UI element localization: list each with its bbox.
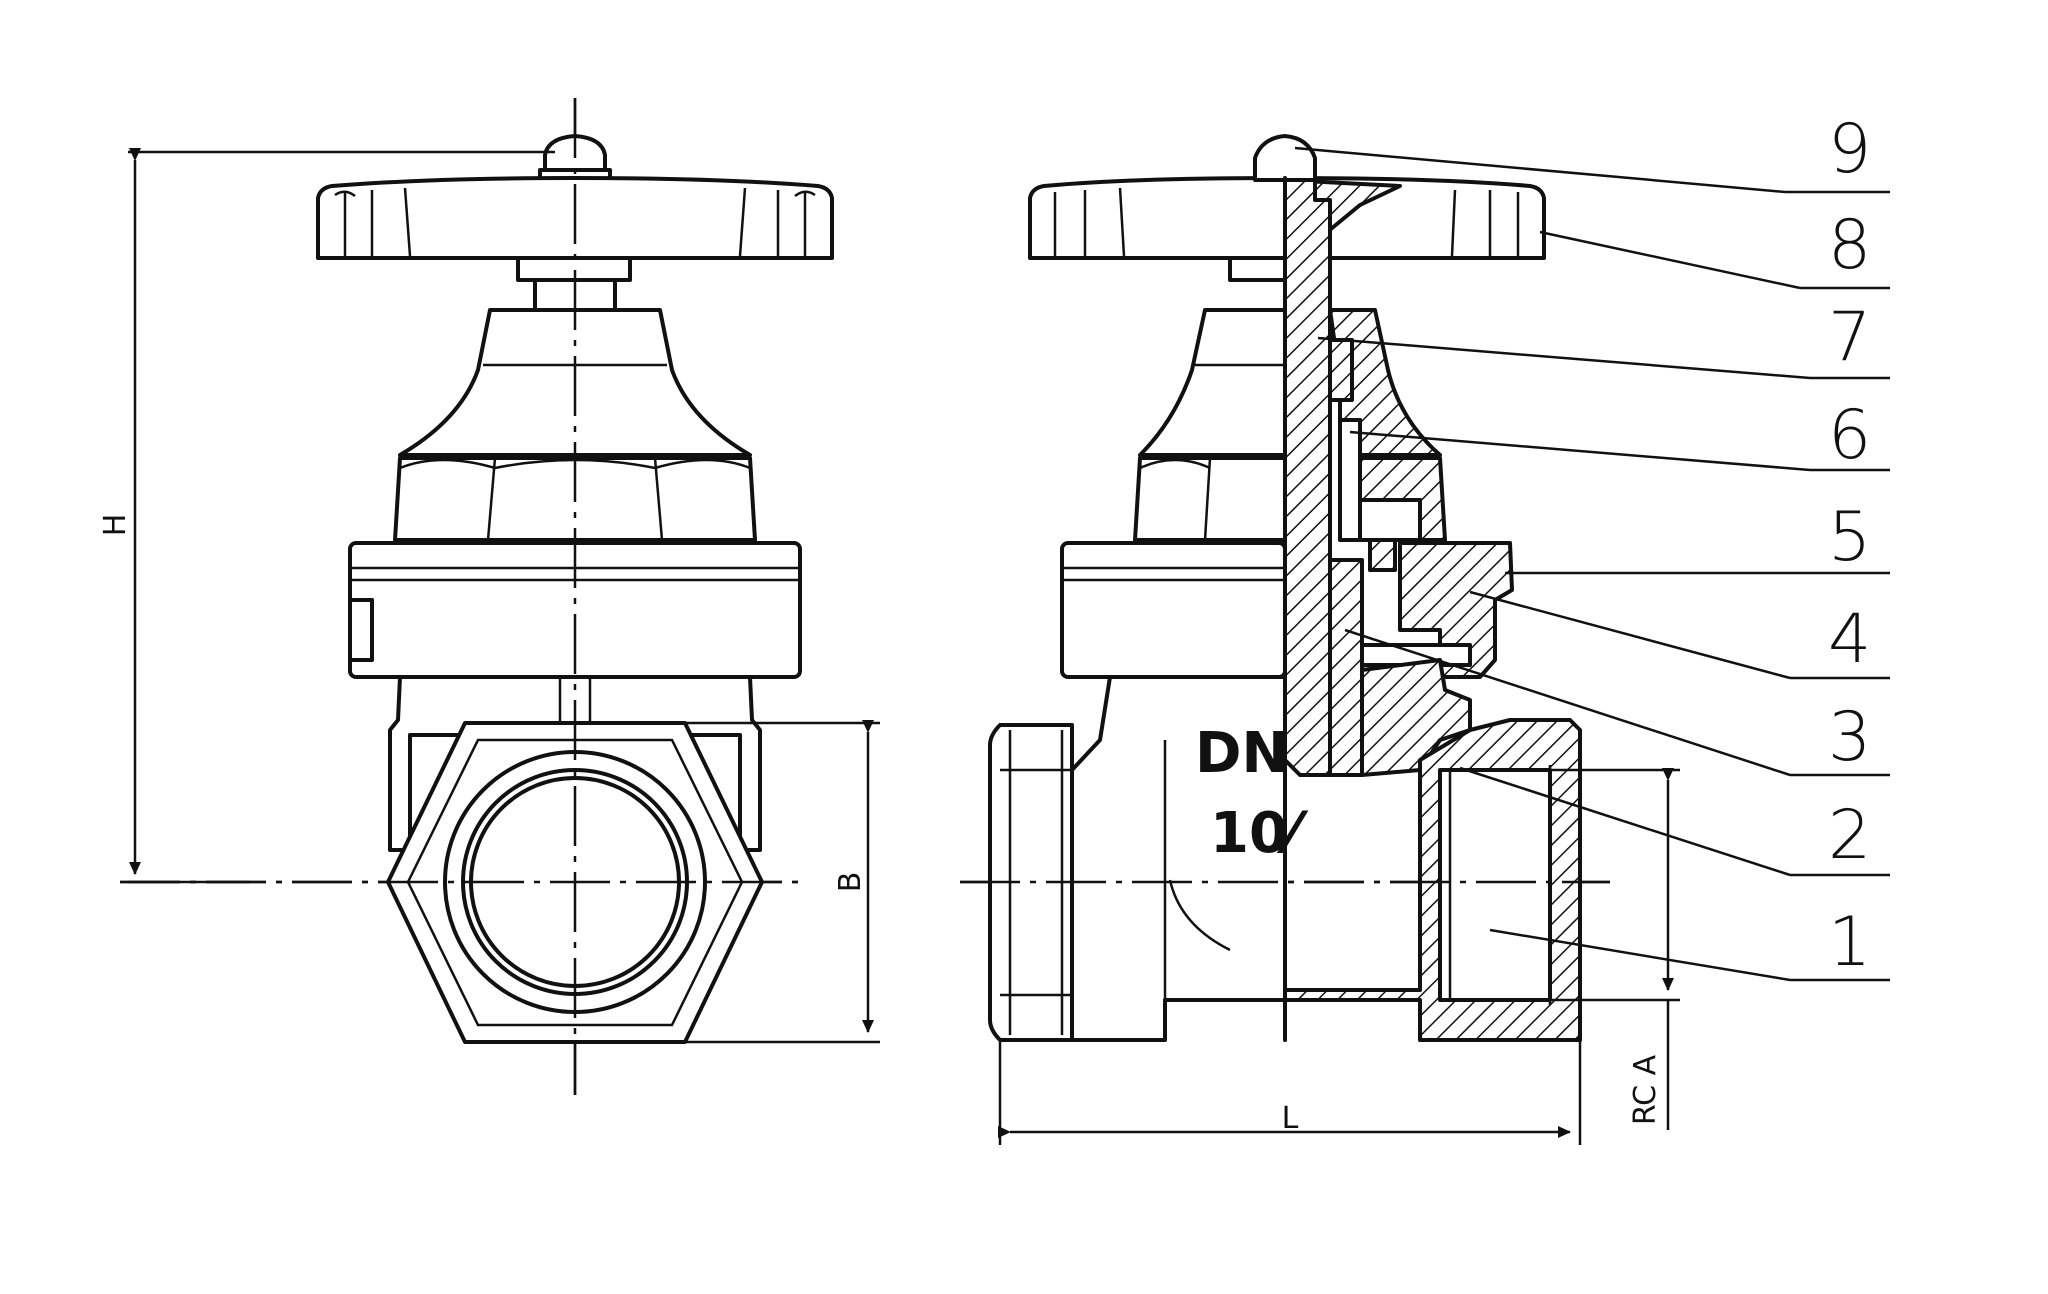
- front-view: [120, 98, 834, 1095]
- length-label: L: [1282, 1101, 1299, 1136]
- length-dimension: L: [998, 1040, 1582, 1145]
- section-gate-wedge: [1328, 558, 1364, 777]
- height-label: H: [98, 514, 133, 537]
- bore-dimension: B: [640, 720, 880, 1044]
- casting-mark-size: 10⁄: [1210, 801, 1309, 866]
- part-number-8: 8: [1828, 206, 1871, 285]
- part-number-6: 6: [1828, 396, 1871, 475]
- thread-dimension: RC A: [1450, 768, 1680, 1130]
- part-number-3: 3: [1828, 698, 1871, 777]
- thread-label: RC A: [1628, 1054, 1663, 1125]
- part-number-7: 7: [1828, 298, 1871, 377]
- front-body: [388, 675, 762, 852]
- part-number-4: 4: [1828, 600, 1871, 679]
- section-stem: [1283, 178, 1332, 777]
- bore-label: B: [833, 872, 868, 893]
- part-number-9: 9: [1828, 110, 1871, 189]
- part-callouts: 9 8 7 6 5 4 3 2 1: [1294, 110, 1890, 982]
- section-handwheel-cap: [1253, 134, 1317, 182]
- casting-mark-dn: DN: [1195, 721, 1288, 786]
- section-view: DN 10⁄: [960, 134, 1610, 1042]
- part-number-2: 2: [1828, 796, 1871, 875]
- height-dimension: H: [98, 148, 555, 884]
- part-number-5: 5: [1828, 498, 1871, 577]
- part-number-1: 1: [1828, 903, 1871, 982]
- section-handwheel: [1028, 176, 1287, 260]
